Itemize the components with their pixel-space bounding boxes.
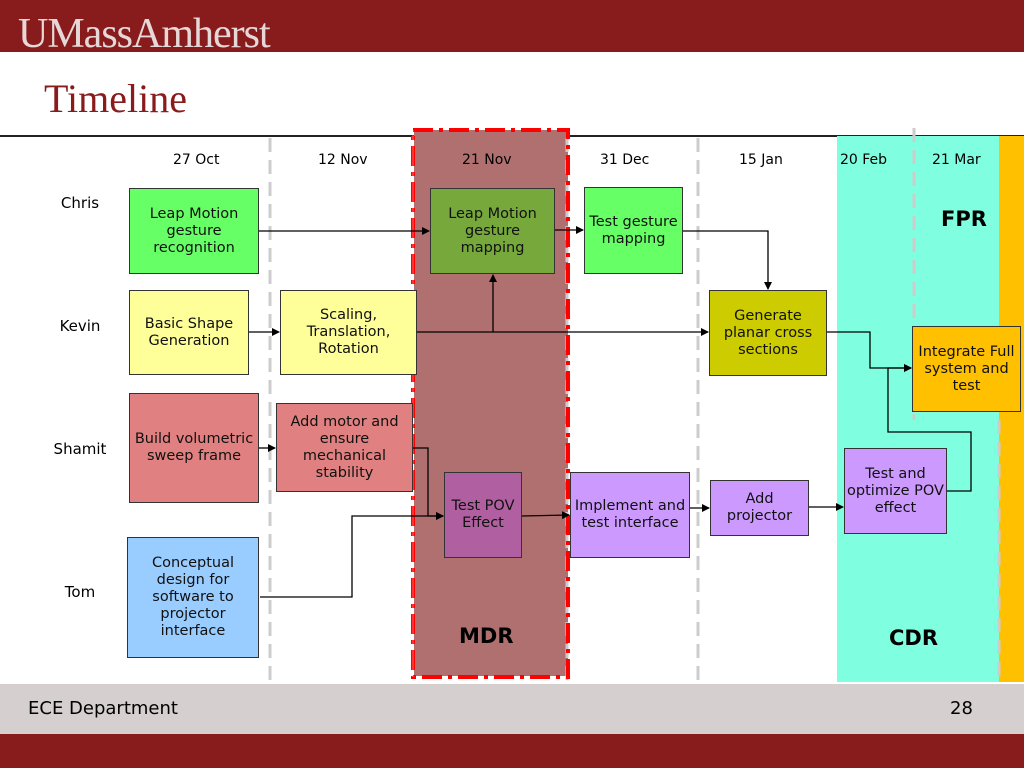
top-banner: UMassAmherst (0, 0, 1024, 57)
task-basic-shape-generation: Basic Shape Generation (129, 290, 249, 375)
bottom-banner (0, 734, 1024, 768)
task-leap-motion-recognition: Leap Motion gesture recognition (129, 188, 259, 274)
date-21-mar: 21 Mar (932, 152, 981, 168)
date-20-feb: 20 Feb (840, 152, 888, 168)
person-chris: Chris (60, 194, 100, 212)
slide-title: Timeline (44, 76, 187, 121)
person-tom: Tom (64, 583, 96, 601)
milestone-cdr: CDR (889, 626, 939, 650)
task-leap-motion-mapping: Leap Motion gesture mapping (430, 188, 555, 274)
person-shamit: Shamit (53, 440, 107, 458)
task-conceptual-design: Conceptual design for software to projec… (127, 537, 259, 658)
task-add-motor: Add motor and ensure mechanical stabilit… (276, 403, 413, 492)
page-number: 28 (950, 698, 973, 719)
umass-logo: UMassAmherst (18, 11, 271, 57)
person-kevin: Kevin (59, 317, 101, 335)
footer-department: ECE Department (28, 698, 178, 719)
task-optimize-pov-effect: Test and optimize POV effect (844, 448, 947, 534)
date-21-nov: 21 Nov (462, 152, 512, 168)
task-build-sweep-frame: Build volumetric sweep frame (129, 393, 259, 503)
date-27-oct: 27 Oct (173, 152, 220, 168)
date-15-jan: 15 Jan (739, 152, 783, 168)
task-integrate-full-system: Integrate Full system and test (912, 326, 1021, 412)
task-test-gesture-mapping: Test gesture mapping (584, 187, 683, 274)
task-test-pov-effect: Test POV Effect (444, 472, 522, 558)
date-12-nov: 12 Nov (318, 152, 368, 168)
milestone-mdr: MDR (459, 624, 514, 648)
task-add-projector: Add projector (710, 480, 809, 536)
footer-bar (0, 684, 1024, 734)
milestone-fpr: FPR (941, 207, 987, 231)
date-31-dec: 31 Dec (600, 152, 650, 168)
task-generate-planar-cross-sections: Generate planar cross sections (709, 290, 827, 376)
task-implement-test-interface: Implement and test interface (570, 472, 690, 558)
task-scaling-translation-rotation: Scaling, Translation, Rotation (280, 290, 417, 375)
